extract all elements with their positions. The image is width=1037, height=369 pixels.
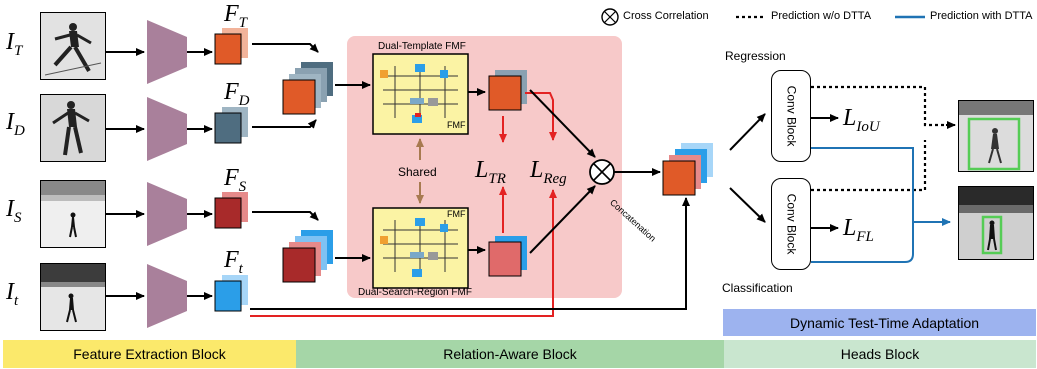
label-F_T: FT: [224, 1, 248, 31]
regression-label: Regression: [725, 49, 786, 63]
legend-cross-correlation: Cross Correlation: [623, 10, 709, 22]
legend-pred-with: Prediction with DTTA: [930, 10, 1033, 22]
loss-TR: LTR: [475, 157, 506, 187]
template-stack: [282, 62, 333, 115]
shared-label: Shared: [398, 165, 437, 179]
loss-FL: LFL: [843, 215, 874, 245]
dual-template-title: Dual-Template FMF: [378, 41, 466, 52]
classification-label: Classification: [722, 281, 793, 295]
output-with-dtta: [958, 186, 1034, 260]
label-F_S: FS: [224, 165, 247, 195]
label-I_S: IS: [6, 196, 22, 226]
feature-F_S: [214, 192, 248, 229]
feature-F_t: [214, 275, 248, 312]
feature-F_T: [214, 28, 248, 65]
encoder-T: [147, 20, 187, 84]
dual-search-title: Dual-Search-Region FMF: [358, 287, 472, 298]
label-I_D: ID: [6, 109, 25, 139]
output-without-dtta: [958, 100, 1034, 172]
feature-F_D: [214, 107, 248, 144]
legend-cross-icon: [601, 8, 619, 26]
fmf-template-label: FMF: [447, 120, 466, 130]
encoder-S: [147, 182, 187, 246]
dtta-label: Dynamic Test-Time Adaptation: [790, 315, 980, 331]
conv-block-regression-label: Conv Block: [784, 85, 799, 147]
legend: [601, 8, 925, 26]
label-I_T: IT: [6, 29, 23, 59]
fmf-search: [372, 207, 469, 289]
input-image-template: [40, 12, 106, 80]
label-I_t: It: [6, 279, 19, 309]
band-relation-aware: Relation-Aware Block: [296, 340, 724, 368]
cross-correlation-op: [589, 159, 615, 185]
conv-block-classification-label: Conv Block: [784, 193, 799, 255]
input-image-search: [40, 180, 106, 248]
input-image-dynamic: [40, 94, 106, 162]
label-F_D: FD: [224, 79, 250, 109]
conv-block-classification: Conv Block: [771, 178, 811, 270]
encoders: [147, 20, 187, 328]
loss-Reg: LReg: [530, 157, 567, 187]
label-F_t: Ft: [224, 247, 243, 277]
fmf-search-label: FMF: [447, 209, 466, 219]
legend-pred-without: Prediction w/o DTTA: [771, 10, 872, 22]
fused-template-feature: [488, 70, 527, 111]
band-heads: Heads Block: [724, 340, 1036, 368]
band-feature-extraction: Feature Extraction Block: [3, 340, 296, 368]
search-stack: [282, 230, 333, 283]
input-image-test: [40, 263, 106, 331]
encoder-D: [147, 97, 187, 161]
fmf-template: [372, 53, 469, 135]
encoder-t: [147, 264, 187, 328]
dtta-band: [723, 309, 1036, 336]
concatenated-features: [662, 143, 713, 196]
conv-block-regression: Conv Block: [771, 70, 811, 162]
loss-IoU: LIoU: [843, 105, 880, 135]
fused-search-feature: [488, 236, 527, 277]
